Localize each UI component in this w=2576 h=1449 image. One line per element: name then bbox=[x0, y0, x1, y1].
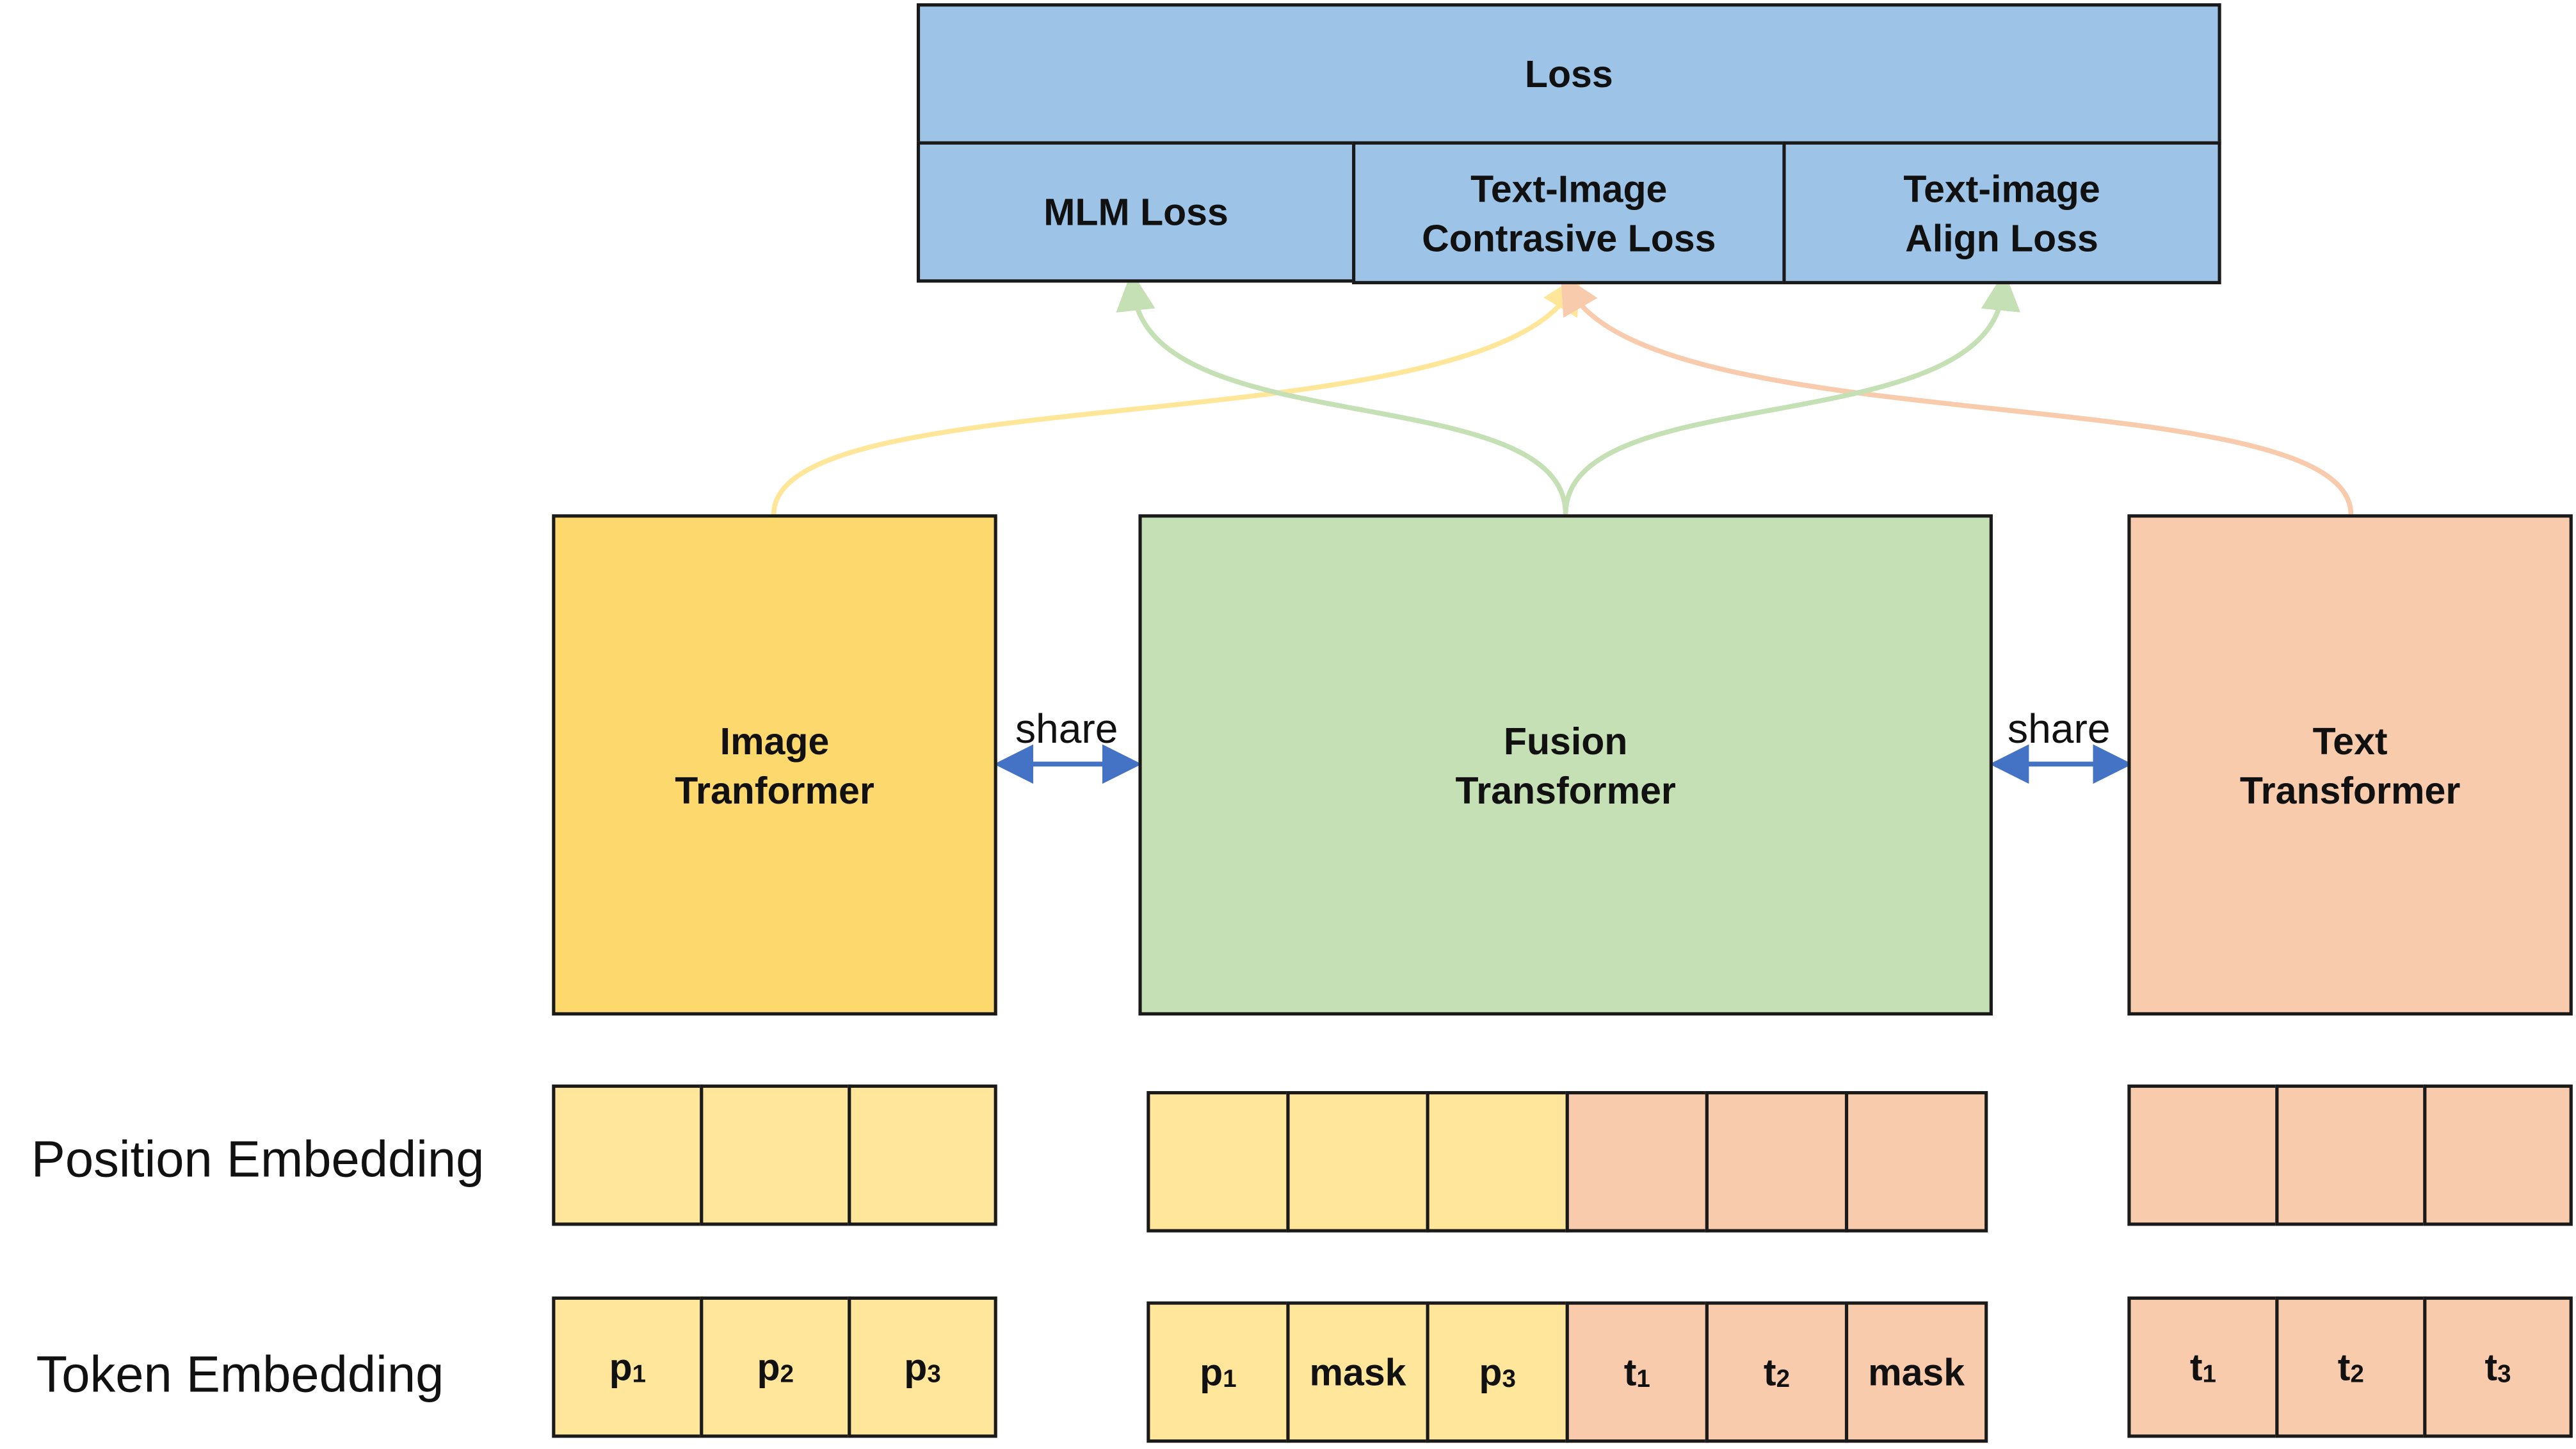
image-position-cell bbox=[848, 1084, 997, 1226]
token-base: p bbox=[1200, 1350, 1223, 1393]
mlm-loss-box: MLM Loss bbox=[916, 141, 1356, 283]
position-embedding-label: Position Embedding bbox=[31, 1130, 485, 1188]
fusion-position-cell bbox=[1705, 1091, 1849, 1233]
token-sub: 1 bbox=[1636, 1364, 1650, 1393]
token-embedding-label: Token Embedding bbox=[36, 1345, 444, 1404]
share-label-left: share bbox=[1015, 706, 1118, 753]
token-base: p bbox=[757, 1345, 780, 1388]
token-base: p bbox=[1479, 1350, 1502, 1393]
token-sub: 3 bbox=[2497, 1359, 2511, 1388]
fusion-to-mlm-curve bbox=[1116, 271, 1568, 515]
token-sub: 3 bbox=[1502, 1364, 1516, 1393]
token-base: p bbox=[609, 1345, 632, 1388]
image-position-cell bbox=[700, 1084, 851, 1226]
image-to-contrastive-curve bbox=[771, 273, 1581, 515]
token-sub: 1 bbox=[1223, 1364, 1237, 1393]
image-position-cell bbox=[552, 1084, 704, 1226]
token-base: p bbox=[904, 1345, 928, 1388]
share-label-right: share bbox=[2008, 706, 2111, 753]
token-base: t bbox=[2484, 1345, 2498, 1388]
token-base: mask bbox=[1868, 1350, 1965, 1393]
token-sub: 1 bbox=[2202, 1359, 2216, 1388]
fusion-position-cell bbox=[1147, 1091, 1290, 1233]
token-sub: 2 bbox=[2350, 1359, 2364, 1388]
token-base: t bbox=[2337, 1345, 2351, 1388]
fusion-token-cell: mask bbox=[1844, 1301, 1988, 1443]
token-base: t bbox=[1623, 1350, 1637, 1393]
text-position-cell bbox=[2127, 1084, 2279, 1226]
token-base: t bbox=[1763, 1350, 1776, 1393]
image-transformer-box: Image Tranformer bbox=[552, 514, 997, 1016]
text-transformer-box: Text Transformer bbox=[2127, 514, 2573, 1016]
contrastive-loss-box: Text-Image Contrasive Loss bbox=[1352, 141, 1786, 284]
token-sub: 1 bbox=[632, 1359, 647, 1388]
loss-box: Loss bbox=[916, 3, 2221, 145]
fusion-position-cell bbox=[1286, 1091, 1429, 1233]
token-sub: 2 bbox=[1776, 1364, 1790, 1393]
text-position-cell bbox=[2423, 1084, 2573, 1226]
token-sub: 2 bbox=[780, 1359, 794, 1388]
fusion-to-align-curve bbox=[1563, 271, 2020, 515]
fusion-transformer-box: Fusion Transformer bbox=[1138, 514, 1993, 1016]
text-position-cell bbox=[2275, 1084, 2427, 1226]
token-base: mask bbox=[1309, 1350, 1406, 1393]
fusion-token-cell: mask bbox=[1286, 1301, 1429, 1443]
token-sub: 3 bbox=[927, 1359, 941, 1388]
text-to-contrastive-curve bbox=[1560, 273, 2354, 515]
fusion-position-cell bbox=[1426, 1091, 1569, 1233]
token-base: t bbox=[2189, 1345, 2203, 1388]
align-loss-box: Text-image Align Loss bbox=[1782, 141, 2221, 284]
fusion-position-cell bbox=[1565, 1091, 1709, 1233]
fusion-position-cell bbox=[1844, 1091, 1988, 1233]
